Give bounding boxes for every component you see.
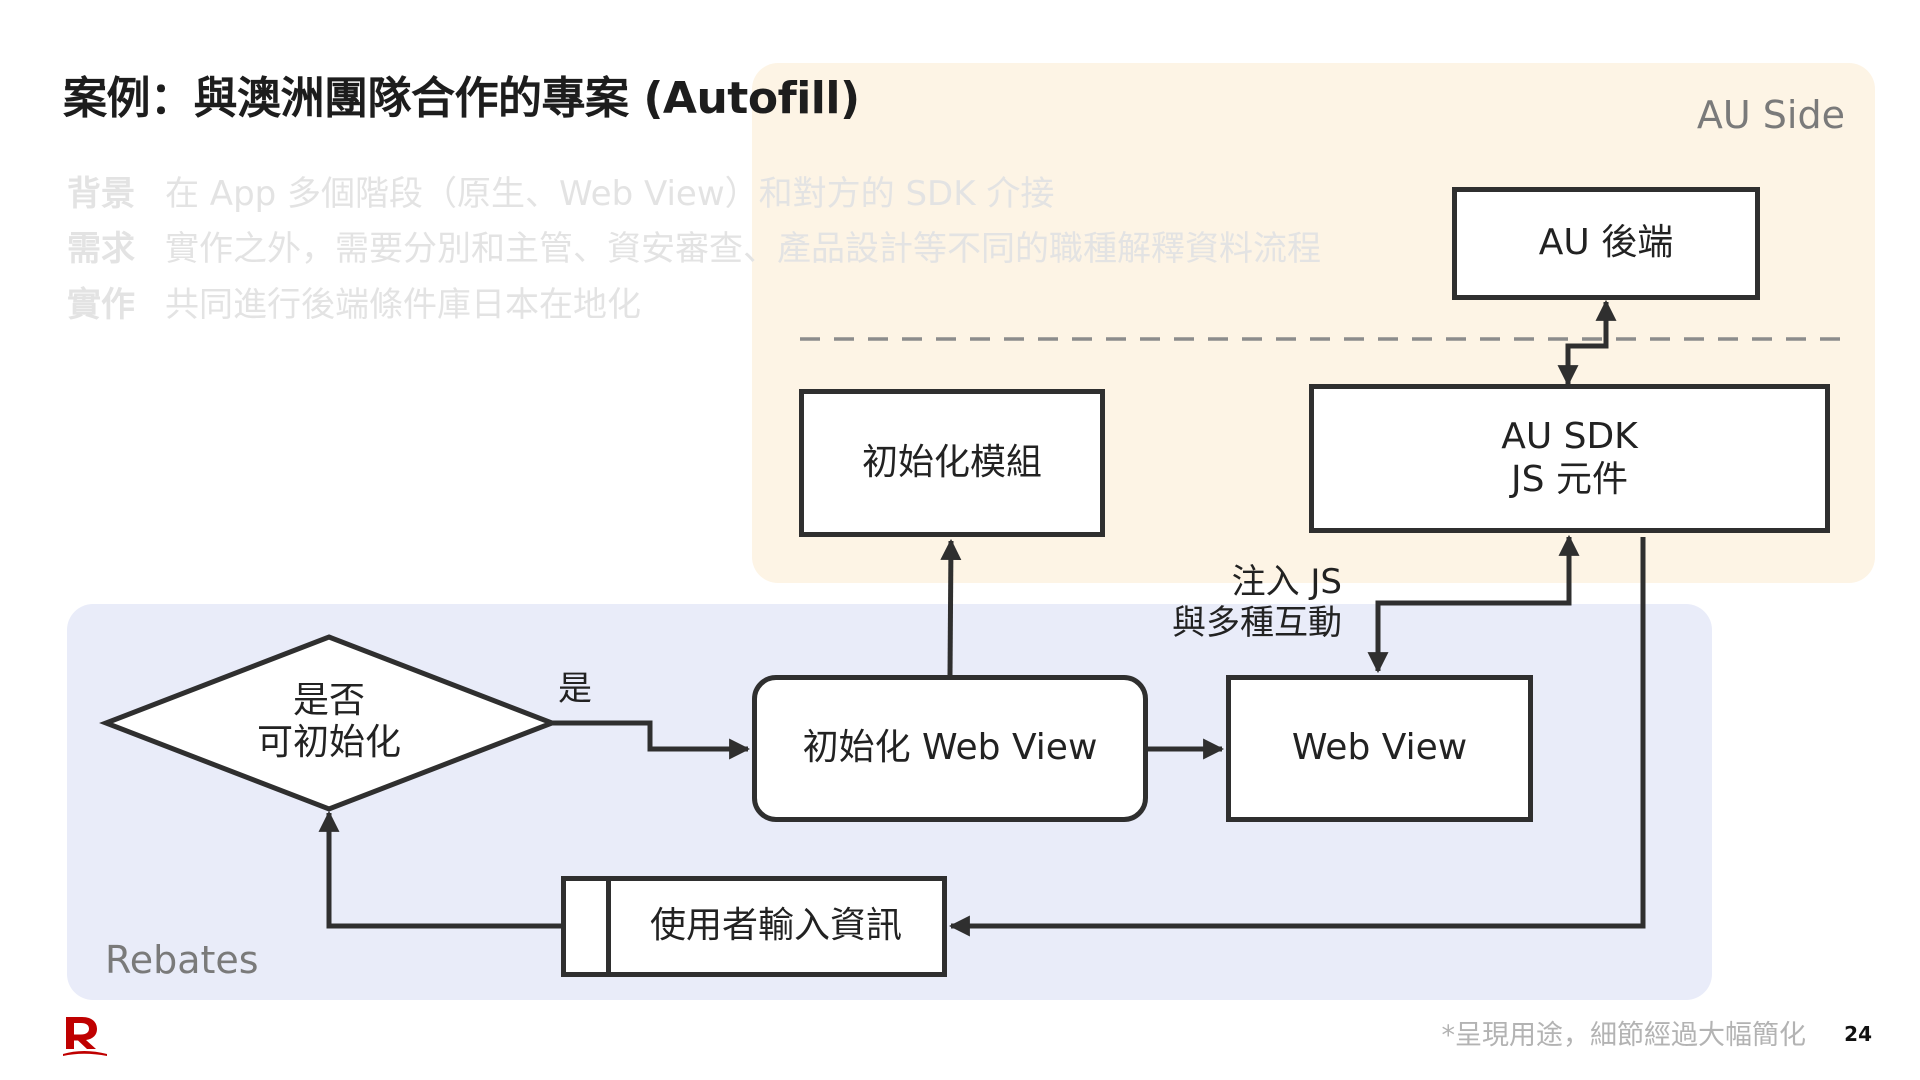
node-au-sdk-line2: JS 元件 bbox=[1511, 458, 1628, 500]
node-webview: Web View bbox=[1226, 675, 1533, 822]
info-label: 實作 bbox=[67, 285, 135, 325]
node-user-input: 使用者輸入資訊 bbox=[561, 876, 947, 977]
page-title: 案例：與澳洲團隊合作的專案 (Autofill) bbox=[63, 73, 860, 124]
info-text: 共同進行後端條件庫日本在地化 bbox=[165, 285, 641, 325]
page-number: 24 bbox=[1844, 1022, 1872, 1046]
decision-label-line1: 是否 bbox=[292, 680, 365, 721]
info-row-requirement: 需求實作之外，需要分別和主管、資安審查、產品設計等不同的職種解釋資料流程 bbox=[67, 221, 1321, 270]
node-au-sdk: AU SDK JS 元件 bbox=[1309, 384, 1830, 533]
edge-sdk-user-input bbox=[948, 537, 1646, 937]
decision-label: 是否 可初始化 bbox=[209, 680, 449, 765]
edge-label-inject-line2: 與多種互動 bbox=[1172, 603, 1342, 644]
node-init-module-label: 初始化模組 bbox=[861, 441, 1042, 483]
node-init-webview-label: 初始化 Web View bbox=[802, 727, 1098, 769]
node-webview-label: Web View bbox=[1291, 727, 1468, 769]
edge-webview-sdk-inject bbox=[1367, 534, 1580, 674]
edge-user-input-decision bbox=[318, 810, 561, 929]
node-init-webview: 初始化 Web View bbox=[752, 675, 1148, 822]
rakuten-logo-icon bbox=[63, 1017, 107, 1056]
info-text: 在 App 多個階段（原生、Web View）和對方的 SDK 介接 bbox=[165, 174, 1055, 214]
edge-sdk-backend bbox=[1557, 299, 1617, 387]
info-text: 實作之外，需要分別和主管、資安審查、產品設計等不同的職種解釋資料流程 bbox=[165, 229, 1321, 269]
info-label: 背景 bbox=[67, 174, 135, 214]
decision-label-line2: 可初始化 bbox=[256, 722, 401, 764]
node-init-module: 初始化模組 bbox=[799, 389, 1105, 537]
edge-init-webview-module bbox=[940, 538, 962, 676]
node-user-input-label: 使用者輸入資訊 bbox=[649, 905, 902, 947]
node-au-backend: AU 後端 bbox=[1452, 187, 1760, 300]
edge-label-inject: 注入 JS 與多種互動 bbox=[1172, 562, 1342, 645]
edge-label-inject-line1: 注入 JS bbox=[1231, 562, 1342, 602]
manual-input-bar bbox=[606, 881, 611, 972]
rebates-label: Rebates bbox=[105, 938, 259, 982]
edge-label-yes: 是 bbox=[558, 669, 592, 709]
node-au-sdk-line1: AU SDK bbox=[1501, 416, 1638, 458]
footnote: *呈現用途，細節經過大幅簡化 bbox=[1441, 1020, 1807, 1051]
info-row-background: 背景在 App 多個階段（原生、Web View）和對方的 SDK 介接 bbox=[67, 166, 1054, 215]
node-au-backend-label: AU 後端 bbox=[1538, 222, 1674, 264]
info-label: 需求 bbox=[67, 229, 135, 269]
info-row-implementation: 實作共同進行後端條件庫日本在地化 bbox=[67, 277, 641, 326]
edge-decision-init-webview bbox=[552, 720, 751, 760]
au-side-label: AU Side bbox=[1696, 93, 1845, 137]
